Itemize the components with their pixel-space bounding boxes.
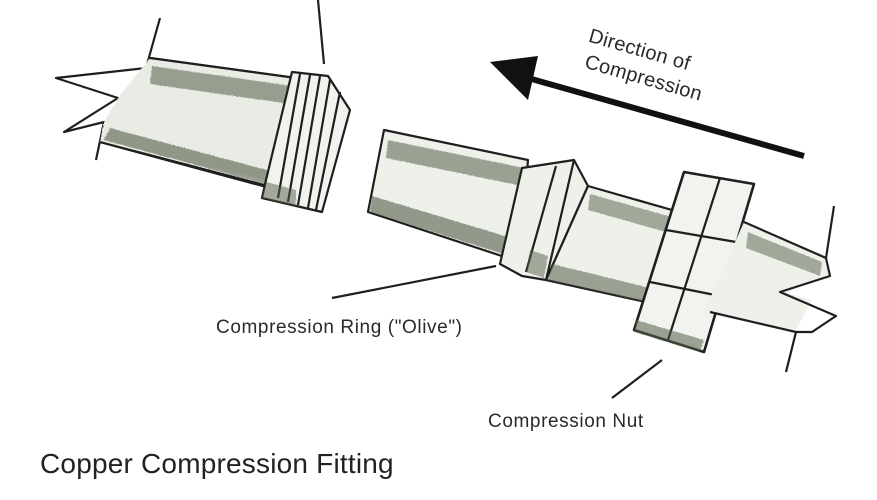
leader-lines <box>331 264 663 399</box>
olive-leader-line <box>331 264 497 300</box>
direction-arrow <box>490 56 805 159</box>
olive-label: Compression Ring ("Olive") <box>216 317 463 338</box>
fitting-body <box>54 0 352 214</box>
leader-line-top <box>316 0 326 65</box>
nut-leader-line <box>611 359 663 399</box>
diagram-title: Copper Compression Fitting <box>40 448 394 479</box>
nut-label: Compression Nut <box>488 411 644 432</box>
pipe-assembly <box>366 128 838 373</box>
